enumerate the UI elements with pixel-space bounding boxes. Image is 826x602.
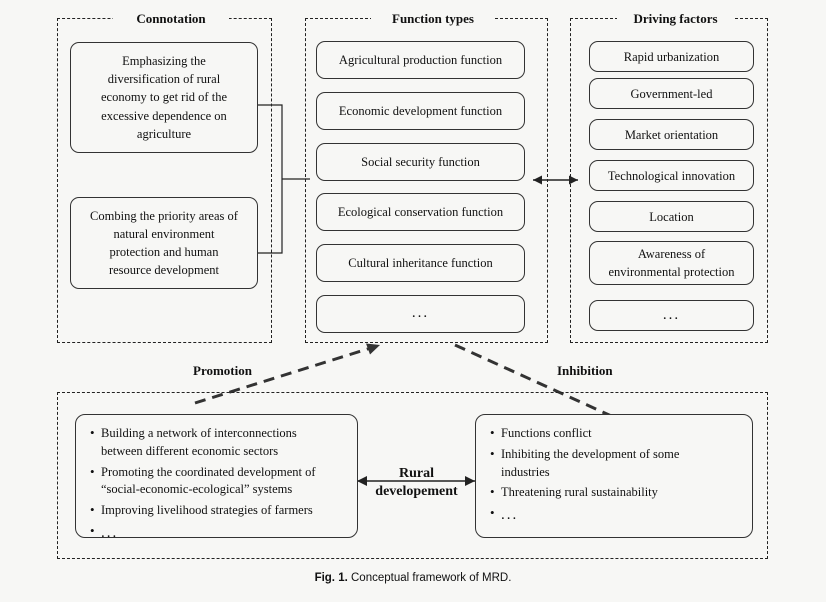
connotation-item-1-line-3: economy to get rid of the [100,90,227,105]
center-label-line-1: Rural [399,466,434,481]
connotation-item-1: Emphasizing the diversification of rural… [70,42,258,153]
connotation-item-2: Combing the priority areas of natural en… [70,197,258,289]
label-inhibition: Inhibition [557,363,613,378]
inhibition-outcome-1: Functions conflict [490,424,740,443]
figure-caption: Fig. 1. Conceptual framework of MRD. [0,572,826,584]
driving-factor-5: Location [589,201,754,232]
inhibition-outcome-2-line-1: Inhibiting the development of some [501,446,680,461]
function-type-4: Ecological conservation function [316,193,525,231]
promotion-outcome-1: Building a network of interconnections b… [90,424,345,461]
function-type-1: Agricultural production function [316,41,525,79]
promotion-outcome-1-line-2: between different economic sectors [101,443,279,458]
connotation-item-1-line-1: Emphasizing the [122,54,206,69]
driving-factor-6-line-1: Awareness of [637,246,706,261]
inhibition-outcome-1-line-1: Functions conflict [501,426,592,440]
label-promotion: Promotion [193,363,252,378]
promotion-outcome-2-line-2: “social-economic-ecological” systems [101,482,293,497]
connotation-item-2-line-1: Combing the priority areas of [90,208,238,223]
inhibition-outcome-3-line-1: Threatening rural sustainability [501,485,658,500]
inhibition-outcome-3: Threatening rural sustainability [490,483,740,502]
figure-caption-label: Fig. 1. [314,572,348,584]
function-type-6: ... [316,295,525,333]
inhibition-outcome-2-line-2: industries [501,464,550,479]
driving-factor-1: Rapid urbanization [589,41,754,72]
promotion-outcome-3: Improving livelihood strategies of farme… [90,501,345,520]
function-type-2: Economic development function [316,92,525,130]
connotation-item-1-line-2: diversification of rural [107,72,221,87]
inhibition-outcome-2: Inhibiting the development of some indus… [490,445,740,482]
function-type-3: Social security function [316,143,525,181]
promotion-outcome-1-line-1: Building a network of interconnections [101,426,297,440]
promotion-outcome-2-line-1: Promoting the coordinated development of [101,464,316,479]
driving-factor-2: Government-led [589,78,754,109]
center-label-rural-development: Rural developement [371,465,462,500]
function-type-5: Cultural inheritance function [316,244,525,282]
driving-factor-7: ... [589,300,754,331]
connotation-item-1-line-5: agriculture [136,126,192,141]
connotation-item-2-line-2: natural environment [113,226,215,241]
driving-factor-3: Market orientation [589,119,754,150]
promotion-outcomes-box: Building a network of interconnections b… [75,414,358,541]
inhibition-outcome-4: ... [490,504,740,526]
driving-factor-4: Technological innovation [589,160,754,191]
group-driving-factors-title: Driving factors [617,11,734,27]
connotation-item-1-line-4: excessive dependence on [101,108,227,123]
promotion-outcome-4: ... [90,522,345,544]
group-function-types-title: Function types [371,11,495,27]
promotion-outcome-3-line-1: Improving livelihood strategies of farme… [101,503,313,517]
figure-caption-text: Conceptual framework of MRD. [351,572,512,584]
promotion-outcome-4-line-1: ... [101,524,119,541]
inhibition-outcomes-box: Functions conflict Inhibiting the develo… [475,414,753,538]
connotation-item-2-line-3: protection and human [109,245,219,259]
inhibition-outcome-4-line-1: ... [501,507,519,523]
driving-factor-6-line-2: environmental protection [608,265,735,279]
promotion-outcome-2: Promoting the coordinated development of… [90,463,345,500]
center-label-line-2: developement [375,483,458,499]
group-rural-development [57,392,768,559]
group-connotation-title: Connotation [113,11,229,27]
connotation-item-2-line-4: resource development [108,263,219,278]
driving-factor-6: Awareness of environmental protection [589,241,754,285]
